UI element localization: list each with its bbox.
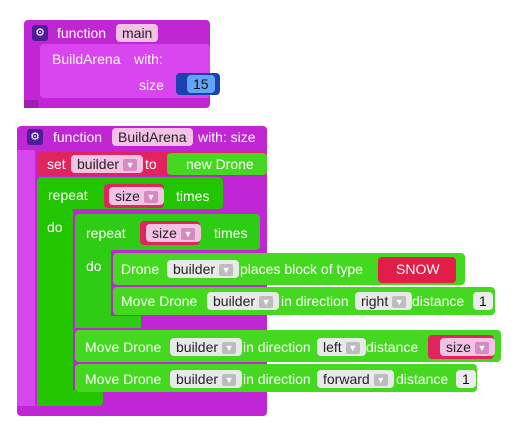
dropdown-arrow-icon: ▼ — [222, 342, 237, 354]
dropdown-arrow-icon: ▼ — [259, 296, 274, 308]
drone-variable-dropdown[interactable]: builder▼ — [207, 292, 280, 310]
dropdown-arrow-icon: ▼ — [474, 342, 489, 354]
to-label: to — [145, 156, 157, 172]
count-variable-dropdown[interactable]: size▼ — [109, 187, 164, 205]
function-name-field[interactable]: main — [116, 24, 159, 42]
move-drone-block[interactable] — [75, 364, 477, 392]
direction-dropdown[interactable]: forward▼ — [317, 370, 394, 388]
distance-label: distance — [366, 339, 419, 355]
drone-variable-dropdown[interactable]: builder▼ — [170, 370, 243, 388]
direction-label: in direction — [243, 371, 311, 387]
call-label: BuildArena — [52, 51, 121, 67]
drone-variable-dropdown[interactable]: builder▼ — [167, 260, 240, 278]
function-keyword: function — [53, 129, 103, 145]
dropdown-arrow-icon: ▼ — [392, 296, 407, 308]
gear-icon[interactable]: ⚙ — [32, 25, 48, 41]
block-type-value[interactable]: SNOW — [396, 261, 440, 277]
function-keyword: function — [57, 25, 107, 41]
dropdown-arrow-icon: ▼ — [143, 191, 158, 203]
repeat-outer-rail — [37, 205, 73, 405]
dropdown-arrow-icon: ▼ — [345, 342, 360, 354]
move-label: Move Drone — [121, 293, 198, 309]
direction-label: in direction — [281, 293, 349, 309]
repeat-keyword: repeat — [48, 187, 88, 203]
function-body-rail — [17, 150, 35, 406]
distance-value-field[interactable]: 1 — [473, 292, 493, 310]
distance-label: distance — [396, 371, 449, 387]
repeat-inner-footer — [75, 316, 141, 328]
do-label: do — [47, 219, 63, 235]
dropdown-arrow-icon: ▼ — [180, 228, 195, 240]
do-label: do — [86, 258, 102, 274]
variable-dropdown[interactable]: builder▼ — [71, 155, 144, 173]
distance-label: distance — [412, 293, 465, 309]
dropdown-arrow-icon: ▼ — [123, 159, 138, 171]
direction-label: in direction — [243, 339, 311, 355]
times-label: times — [176, 188, 210, 204]
repeat-inner-rail — [75, 246, 111, 326]
move-drone-block[interactable] — [113, 287, 495, 315]
dropdown-arrow-icon: ▼ — [222, 374, 237, 386]
dropdown-arrow-icon: ▼ — [219, 264, 234, 276]
count-variable-dropdown[interactable]: size▼ — [146, 224, 201, 242]
drone-label: Drone — [121, 261, 160, 277]
distance-value-field[interactable]: 1 — [456, 370, 476, 388]
repeat-keyword: repeat — [86, 225, 126, 241]
distance-variable-dropdown[interactable]: size▼ — [440, 338, 495, 356]
direction-dropdown[interactable]: right▼ — [355, 292, 413, 310]
function-name-field[interactable]: BuildArena — [112, 128, 193, 146]
drone-variable-dropdown[interactable]: builder▼ — [170, 338, 243, 356]
call-param-label: size — [139, 77, 164, 93]
gear-icon[interactable]: ⚙ — [27, 129, 43, 145]
move-label: Move Drone — [85, 339, 162, 355]
dropdown-arrow-icon: ▼ — [373, 374, 388, 386]
place-label: places block of type — [240, 261, 363, 277]
block-type-block[interactable] — [378, 257, 456, 283]
direction-dropdown[interactable]: left▼ — [317, 338, 366, 356]
function-params-label: with: size — [198, 129, 256, 145]
new-drone-label: new Drone — [186, 156, 254, 172]
new-drone-block[interactable] — [167, 153, 267, 175]
size-value-field[interactable]: 15 — [187, 75, 215, 93]
times-label: times — [214, 225, 248, 241]
move-label: Move Drone — [85, 371, 162, 387]
set-keyword: set — [47, 156, 66, 172]
function-main-footer — [24, 100, 38, 108]
repeat-outer-footer — [37, 390, 103, 406]
call-with-label: with: — [134, 51, 163, 67]
